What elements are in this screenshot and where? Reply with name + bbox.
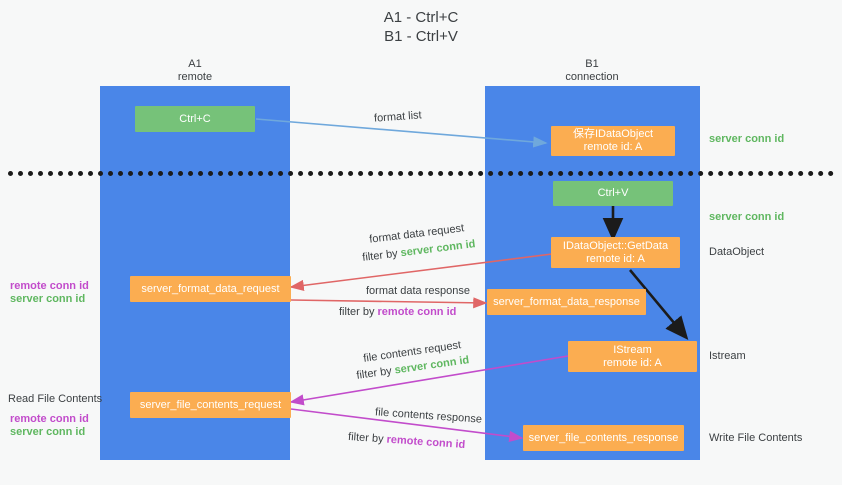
label-remote-conn-id-1: remote conn id xyxy=(10,280,89,292)
title-line-2: B1 - Ctrl+V xyxy=(384,28,458,45)
box-idataobject-getdata[interactable]: IDataObject::GetData remote id: A xyxy=(551,237,680,268)
box-server-format-data-request[interactable]: server_format_data_request xyxy=(130,276,291,302)
filter-prefix-1: filter by xyxy=(361,247,402,264)
column-b1-role: connection xyxy=(565,71,619,83)
box-ctrl-c-label: Ctrl+C xyxy=(179,112,211,125)
box-istream[interactable]: IStream remote id: A xyxy=(568,341,697,372)
edge-label-format-list: format list xyxy=(373,109,423,125)
column-a1-role: remote xyxy=(177,71,213,83)
box-save-idataobject-line-1: 保存IDataObject xyxy=(572,128,654,140)
title-line-1: A1 - Ctrl+C xyxy=(383,9,459,26)
box-server-format-data-response[interactable]: server_format_data_response xyxy=(487,289,646,315)
label-server-conn-id-paste: server conn id xyxy=(709,211,785,223)
edge-label-format-data-response: format data response xyxy=(366,285,470,297)
arrow-format-data-response xyxy=(290,297,488,309)
box-idataobject-getdata-line-1: IDataObject::GetData xyxy=(562,239,669,252)
edge-label-file-contents-response: file contents response xyxy=(374,406,483,426)
edge-label-format-data-response-filter: filter by remote conn id xyxy=(339,305,456,319)
box-ctrl-v-label: Ctrl+V xyxy=(597,187,629,199)
box-ctrl-c[interactable]: Ctrl+C xyxy=(135,106,255,132)
box-server-file-contents-request-label: server_file_contents_request xyxy=(139,398,282,411)
column-header-b1: B1 connection xyxy=(517,58,667,84)
box-save-idataobject-line-2: remote id: A xyxy=(583,141,643,153)
filter-prefix-2: filter by xyxy=(339,306,378,318)
filter-key-2: remote conn id xyxy=(377,306,457,318)
box-ctrl-v[interactable]: Ctrl+V xyxy=(553,181,673,206)
column-header-a1: A1 remote xyxy=(120,58,270,84)
box-server-file-contents-request[interactable]: server_file_contents_request xyxy=(130,392,291,418)
phase-divider xyxy=(8,171,834,176)
label-remote-conn-id-2: remote conn id xyxy=(10,413,89,425)
label-read-file-contents: Read File Contents xyxy=(8,393,103,405)
label-server-conn-id-1: server conn id xyxy=(10,293,86,305)
box-server-format-data-response-label: server_format_data_response xyxy=(493,295,640,308)
box-istream-line-2: remote id: A xyxy=(603,356,662,369)
box-idataobject-getdata-line-2: remote id: A xyxy=(586,252,645,265)
column-b1-name: B1 xyxy=(585,58,599,70)
box-server-file-contents-response-label: server_file_contents_response xyxy=(528,431,679,444)
label-dataobject: DataObject xyxy=(709,246,765,258)
page-title: A1 - Ctrl+C B1 - Ctrl+V xyxy=(0,8,842,46)
label-istream: Istream xyxy=(709,350,746,362)
label-server-conn-id-2: server conn id xyxy=(10,426,86,438)
box-save-idataobject[interactable]: 保存IDataObject remote id: A xyxy=(551,126,675,156)
column-a1-name: A1 xyxy=(188,58,202,70)
box-server-format-data-request-label: server_format_data_request xyxy=(141,282,280,295)
filter-prefix-4: filter by xyxy=(347,430,387,446)
box-server-file-contents-response[interactable]: server_file_contents_response xyxy=(523,425,684,451)
label-write-file-contents: Write File Contents xyxy=(709,432,803,444)
filter-key-4: remote conn id xyxy=(386,433,466,452)
edge-label-file-contents-response-filter: filter by remote conn id xyxy=(348,430,466,452)
box-istream-line-1: IStream xyxy=(613,343,652,356)
label-server-conn-id-top: server conn id xyxy=(709,133,785,145)
filter-prefix-3: filter by xyxy=(355,364,396,382)
